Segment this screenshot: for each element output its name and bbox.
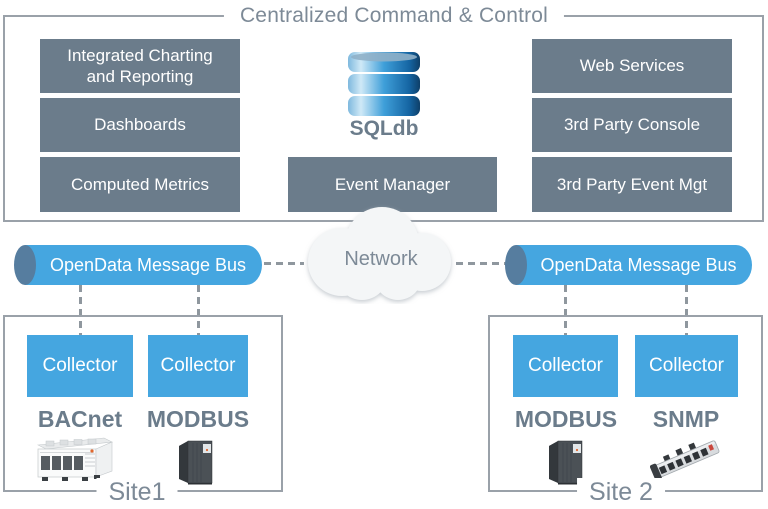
module-3rd-party-event-mgt: 3rd Party Event Mgt: [532, 157, 732, 212]
bus-label: OpenData Message Bus: [49, 254, 247, 275]
bus-cylinder-body: [25, 245, 262, 285]
chiller-device-image: [36, 437, 114, 481]
right-message-bus: OpenData Message Bus: [505, 245, 752, 285]
connector-bus-to-collector: [685, 285, 688, 335]
connector-cloud-to-bus-right: [456, 262, 508, 265]
bus-cylinder-body: [516, 245, 752, 285]
left-message-bus: OpenData Message Bus: [14, 245, 262, 285]
pdu-device-image: [650, 440, 720, 481]
protocol-label-snmp: SNMP: [652, 406, 720, 432]
connector-bus-to-collector: [197, 285, 200, 335]
collector-snmp: Collector: [635, 335, 738, 397]
collector-modbus-site2: Collector: [513, 335, 618, 397]
module-web-services: Web Services: [532, 39, 732, 93]
site2-label: Site 2: [577, 478, 665, 506]
cloud-icon: [308, 207, 451, 300]
cabinet-device-image: [549, 440, 583, 485]
site1-label: Site1: [96, 478, 178, 506]
protocol-label-modbus: MODBUS: [146, 406, 250, 432]
connector-bus-to-cloud-left: [264, 262, 304, 265]
database-label: SQLdb: [349, 117, 419, 140]
protocol-label-modbus: MODBUS: [514, 406, 618, 432]
module-3rd-party-console: 3rd Party Console: [532, 98, 732, 152]
bus-label: OpenData Message Bus: [540, 254, 737, 275]
module-event-manager: Event Manager: [288, 157, 497, 212]
bus-cylinder-cap: [14, 245, 36, 285]
network-label: Network: [344, 248, 418, 270]
module-computed-metrics: Computed Metrics: [40, 157, 240, 212]
connector-bus-to-collector: [79, 285, 82, 335]
connector-bus-to-collector: [564, 285, 567, 335]
module-integrated-charting: Integrated Charting and Reporting: [40, 39, 240, 93]
network-cloud: Network: [296, 204, 466, 304]
cabinet-device-image: [179, 440, 213, 485]
module-dashboards: Dashboards: [40, 98, 240, 152]
collector-bacnet: Collector: [27, 335, 133, 397]
protocol-label-bacnet: BACnet: [37, 406, 123, 432]
database-icon: [348, 52, 420, 116]
bus-cylinder-cap: [505, 245, 527, 285]
diagram-title: Centralized Command & Control: [223, 2, 565, 30]
collector-modbus-site1: Collector: [148, 335, 248, 397]
